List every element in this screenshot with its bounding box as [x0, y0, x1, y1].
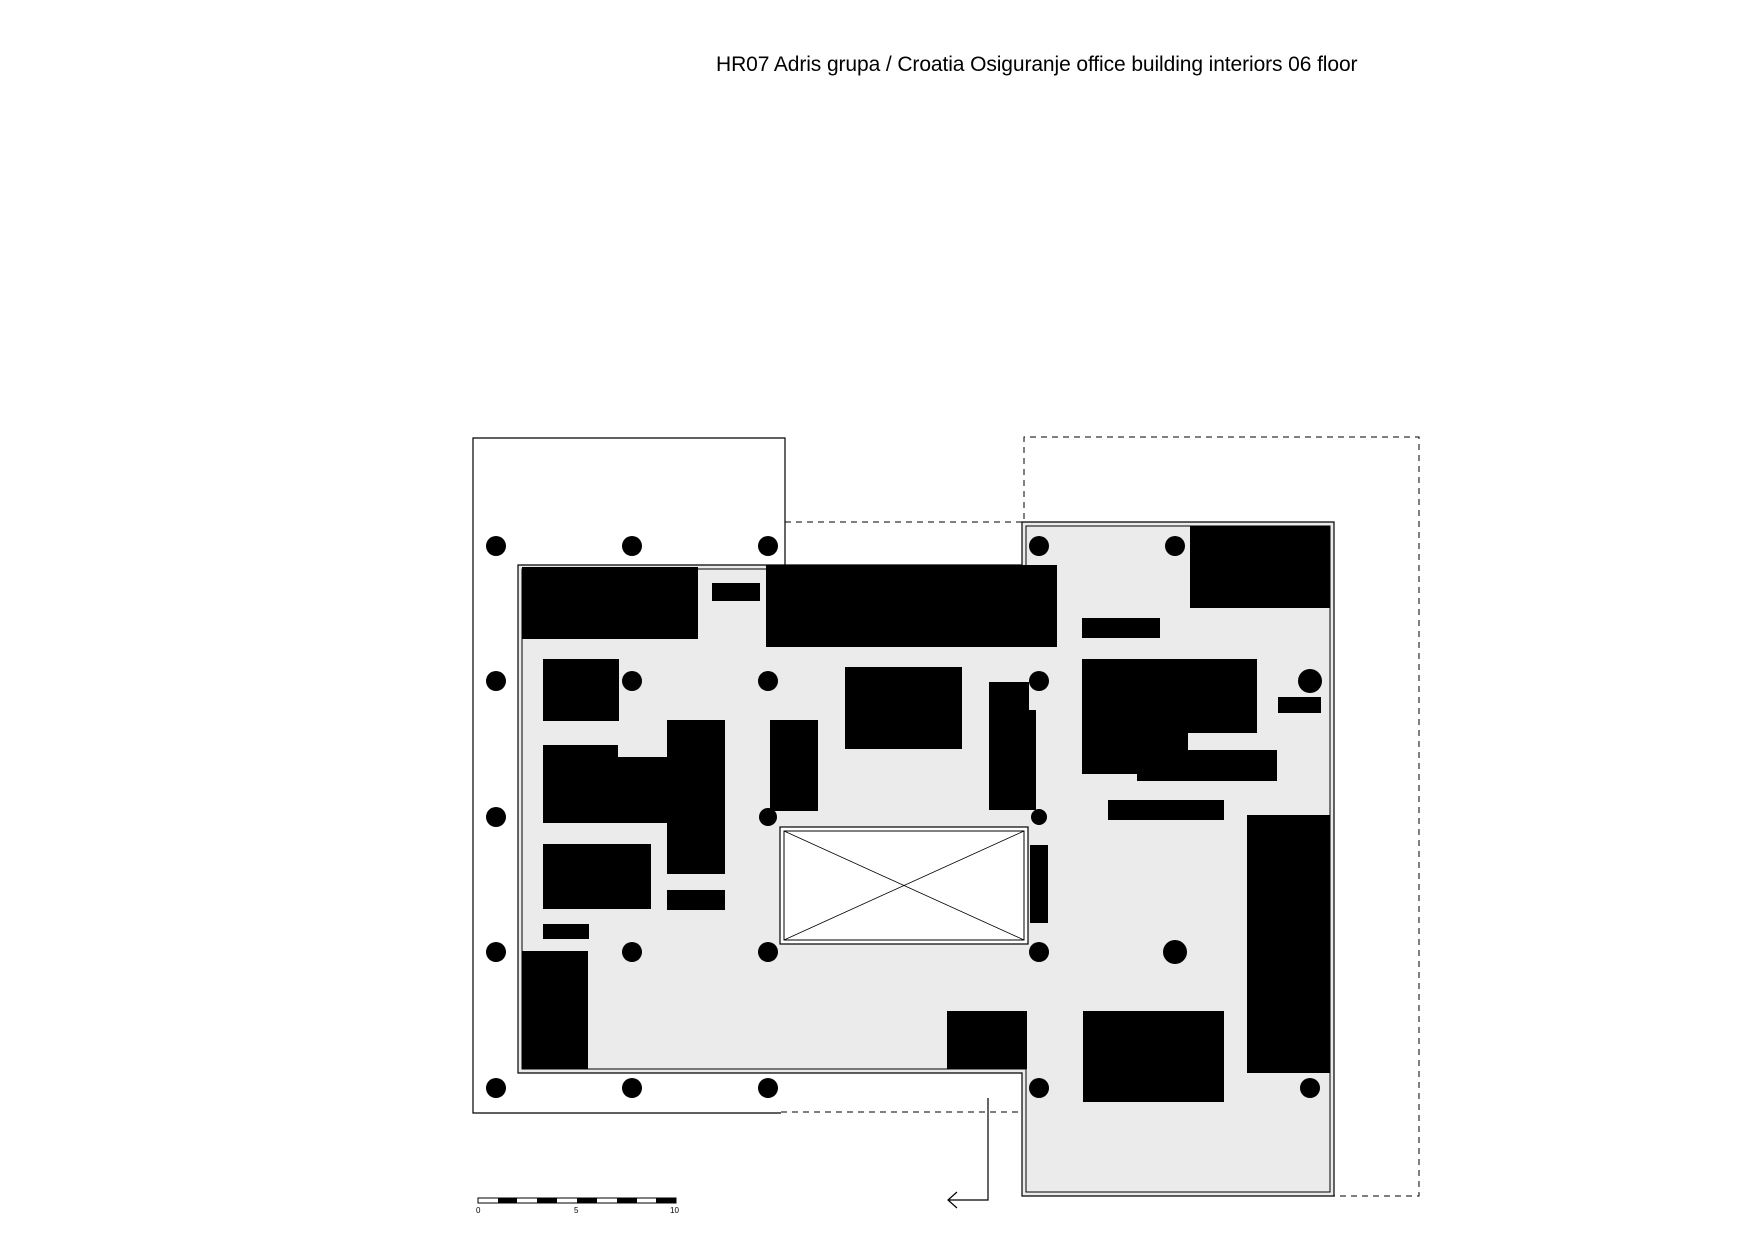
column	[1163, 940, 1187, 964]
furniture-block	[543, 720, 725, 874]
column	[622, 942, 642, 962]
column	[1029, 1078, 1049, 1098]
furniture-block	[947, 1011, 1027, 1069]
column	[1165, 536, 1185, 556]
furniture-block	[522, 951, 588, 1069]
column	[486, 536, 506, 556]
furniture-block	[766, 565, 1057, 647]
furniture-block	[770, 720, 818, 811]
furniture-block	[1190, 526, 1330, 608]
column	[1298, 669, 1322, 693]
scale-bar: 0 5 10	[476, 1197, 679, 1215]
column	[759, 808, 777, 826]
page-title: HR07 Adris grupa / Croatia Osiguranje of…	[716, 53, 1358, 76]
furniture-block	[1247, 815, 1330, 1073]
furniture-block	[1082, 618, 1160, 638]
furniture-block	[1029, 710, 1036, 810]
column	[622, 671, 642, 691]
column	[486, 671, 506, 691]
furniture-block	[667, 890, 725, 910]
section-arrow	[947, 1098, 989, 1209]
furniture-block	[989, 682, 1029, 810]
furniture-block	[522, 567, 698, 639]
furniture-block	[1083, 1011, 1224, 1102]
column	[1029, 671, 1049, 691]
column	[486, 807, 506, 827]
furniture-block	[712, 583, 760, 601]
building-outline	[472, 437, 786, 1114]
column	[1031, 809, 1047, 825]
column	[1300, 1078, 1320, 1098]
furniture-block	[1278, 697, 1321, 713]
scale-label-5: 5	[574, 1206, 579, 1215]
furniture-block	[845, 667, 962, 749]
scale-label-10: 10	[670, 1206, 679, 1215]
atrium-void	[779, 826, 1029, 945]
column	[1029, 536, 1049, 556]
furniture-blocks	[522, 526, 1330, 1102]
column	[758, 671, 778, 691]
structural-columns	[486, 536, 1322, 1098]
furniture-block	[1082, 659, 1277, 781]
dashed-outline	[781, 436, 1420, 1197]
column	[622, 1078, 642, 1098]
furniture-block	[543, 844, 651, 909]
column	[486, 1078, 506, 1098]
column	[758, 1078, 778, 1098]
column	[758, 942, 778, 962]
column	[486, 942, 506, 962]
floor-inner-wall	[521, 525, 1331, 1193]
furniture-block	[543, 924, 589, 939]
column	[758, 536, 778, 556]
furniture-block	[543, 659, 619, 721]
furniture-block	[1030, 845, 1048, 923]
furniture-block	[1108, 800, 1224, 820]
column	[622, 536, 642, 556]
column	[1029, 942, 1049, 962]
scale-label-0: 0	[476, 1206, 481, 1215]
